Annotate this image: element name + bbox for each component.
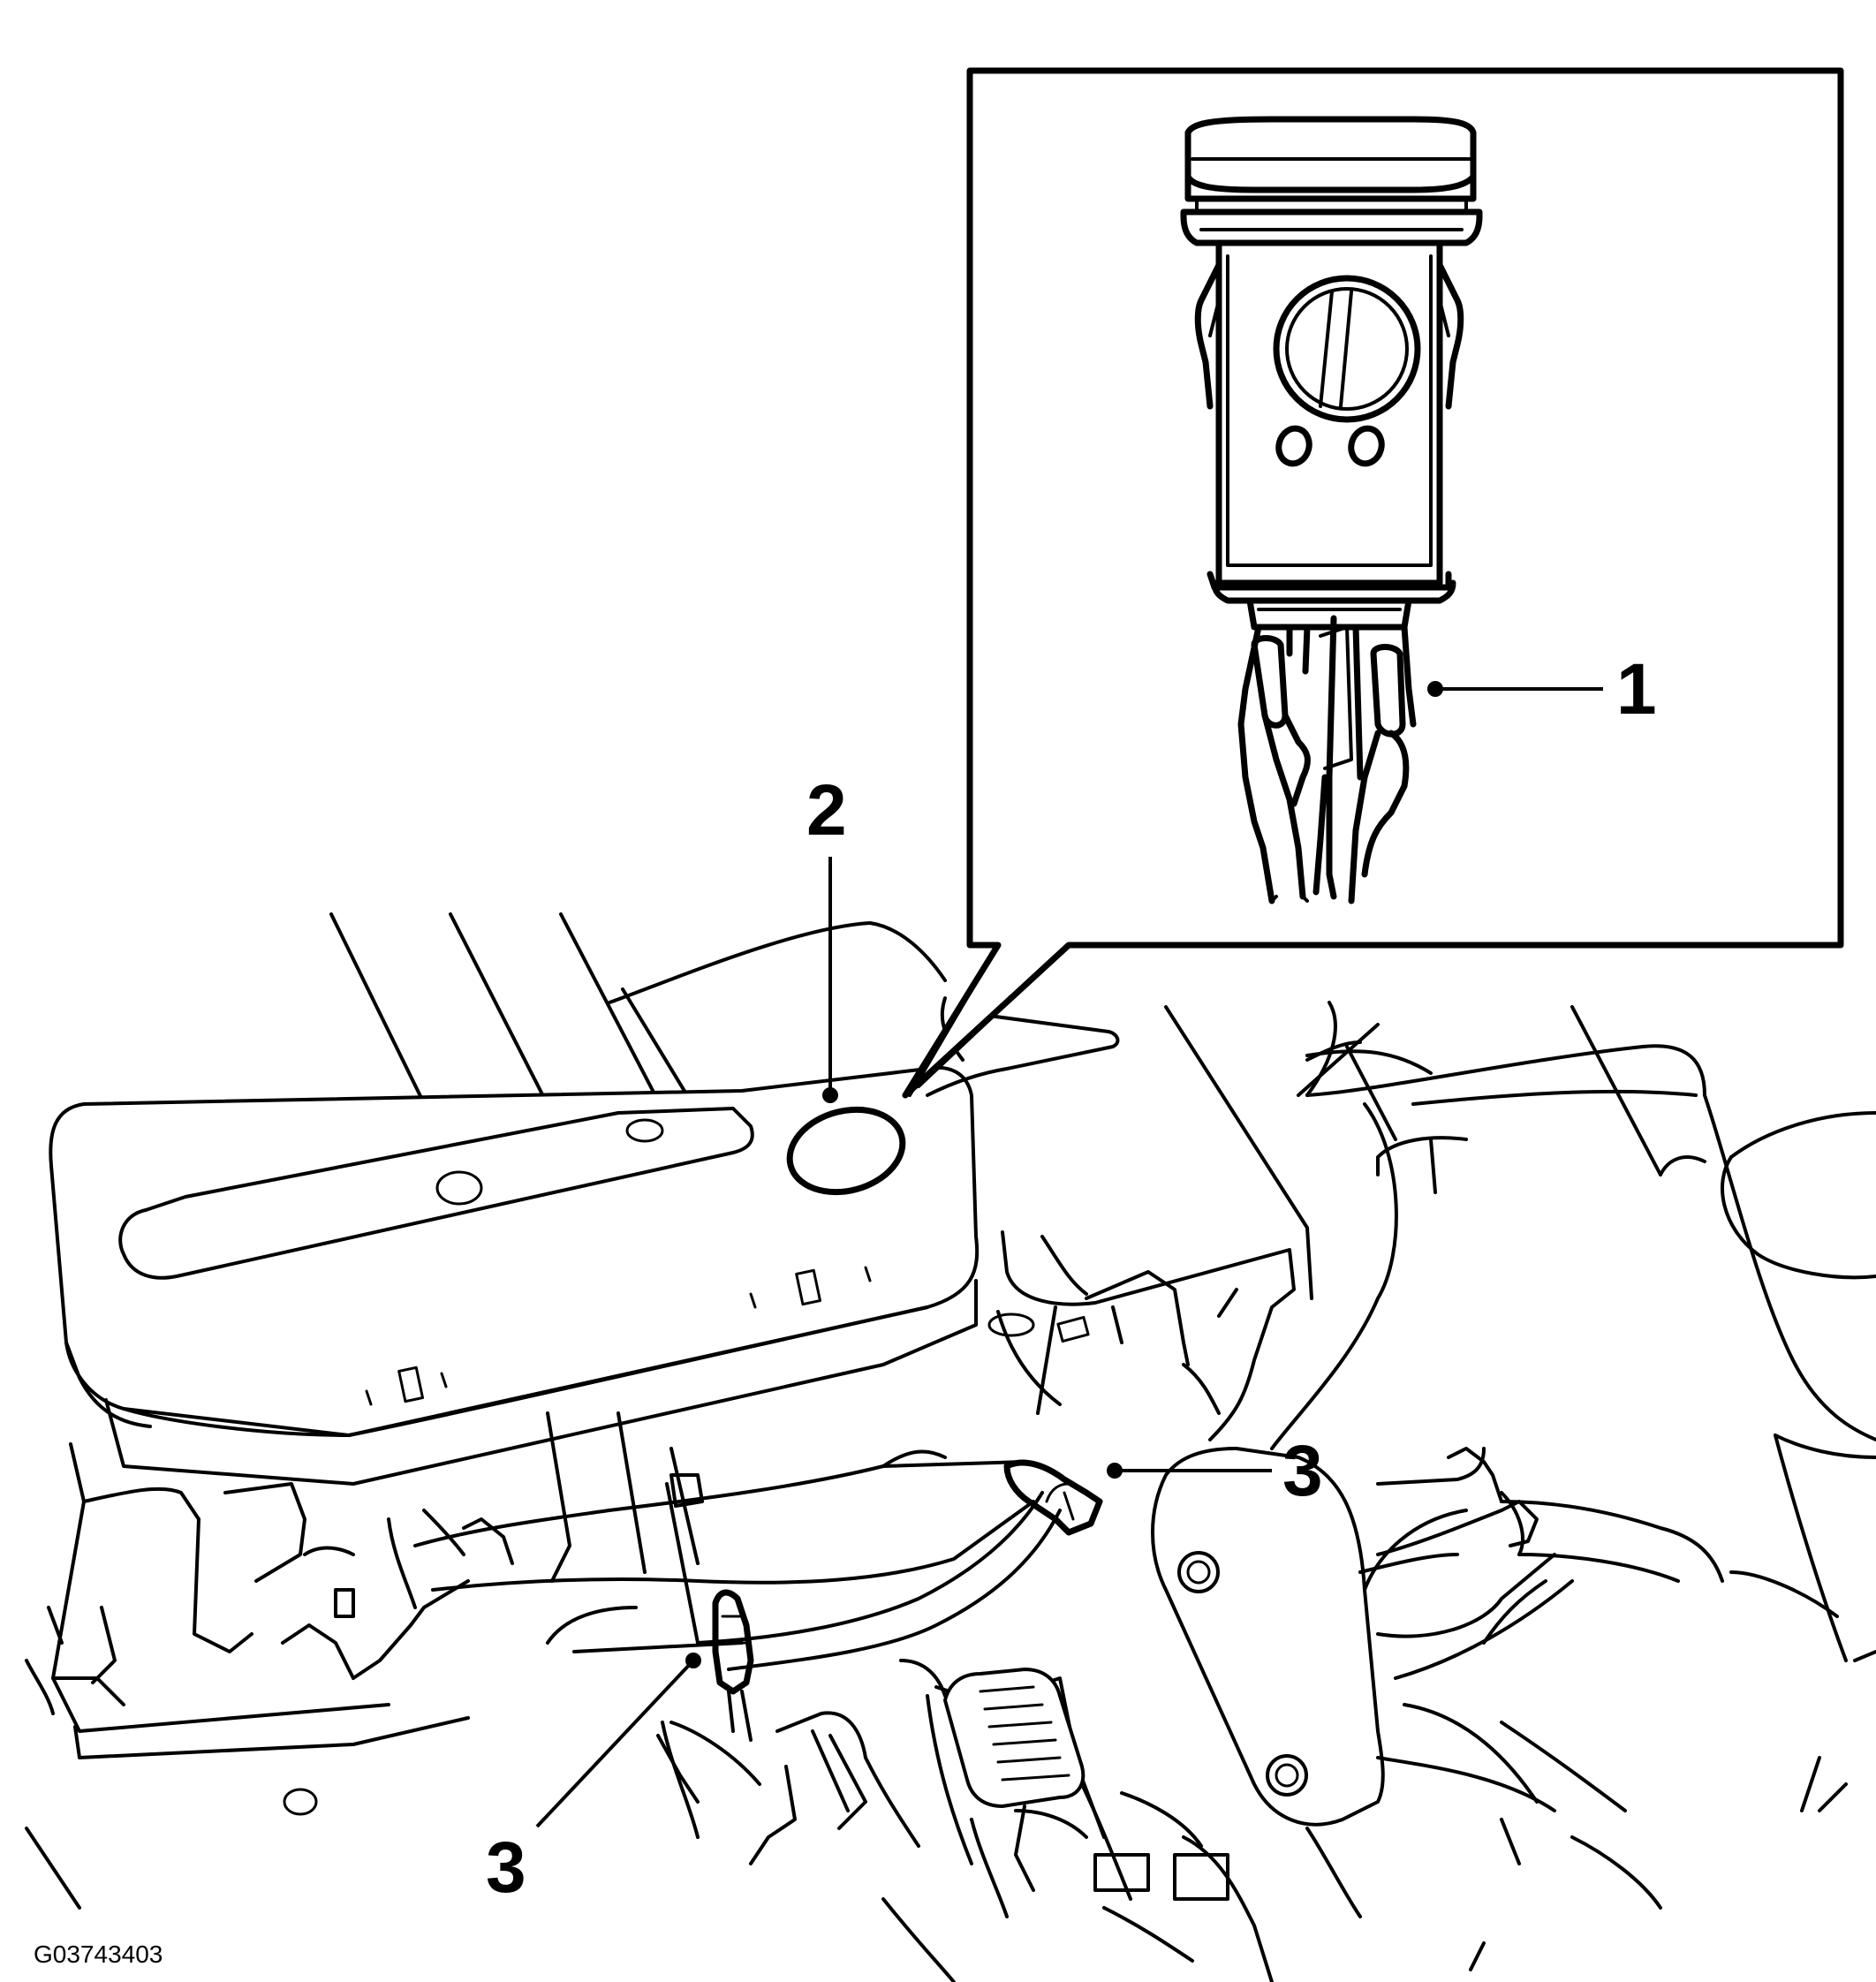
inset-detail-panel <box>902 67 1844 1099</box>
dashboard-underside-illustration <box>25 912 1876 1982</box>
dash-right-structure <box>926 1001 1876 1300</box>
callout-1-label: 1 <box>1616 649 1657 730</box>
lower-dash-body <box>987 1230 1296 1441</box>
harness-clip-upper <box>1003 1459 1103 1536</box>
callout-3-lower-leader <box>535 1659 695 1828</box>
callout-3-upper-label: 3 <box>1282 1431 1323 1511</box>
pedal-bracket <box>1151 1447 1468 1827</box>
knee-bolster-panel <box>49 1065 980 1486</box>
wire-harness <box>413 1449 1062 1671</box>
harness-clip-lower <box>712 1589 754 1742</box>
left-frame-rails <box>25 1411 704 1910</box>
callout-2-dot <box>822 1087 838 1103</box>
switch-mounting-hole <box>786 1106 906 1196</box>
callout-1: 1 <box>1427 649 1657 730</box>
lower-pedal-area <box>656 1659 1486 1982</box>
callout-2: 2 <box>806 770 847 1103</box>
callout-3-upper: 3 <box>1107 1431 1323 1511</box>
callout-3-lower: 3 <box>486 1653 701 1908</box>
callout-2-label: 2 <box>806 770 847 851</box>
figure-code: G03743403 <box>34 1940 163 1968</box>
inset-switch-illustration <box>1180 116 1483 904</box>
connector-assembly-right <box>1376 1447 1724 1680</box>
callout-3-lower-label: 3 <box>486 1827 526 1908</box>
